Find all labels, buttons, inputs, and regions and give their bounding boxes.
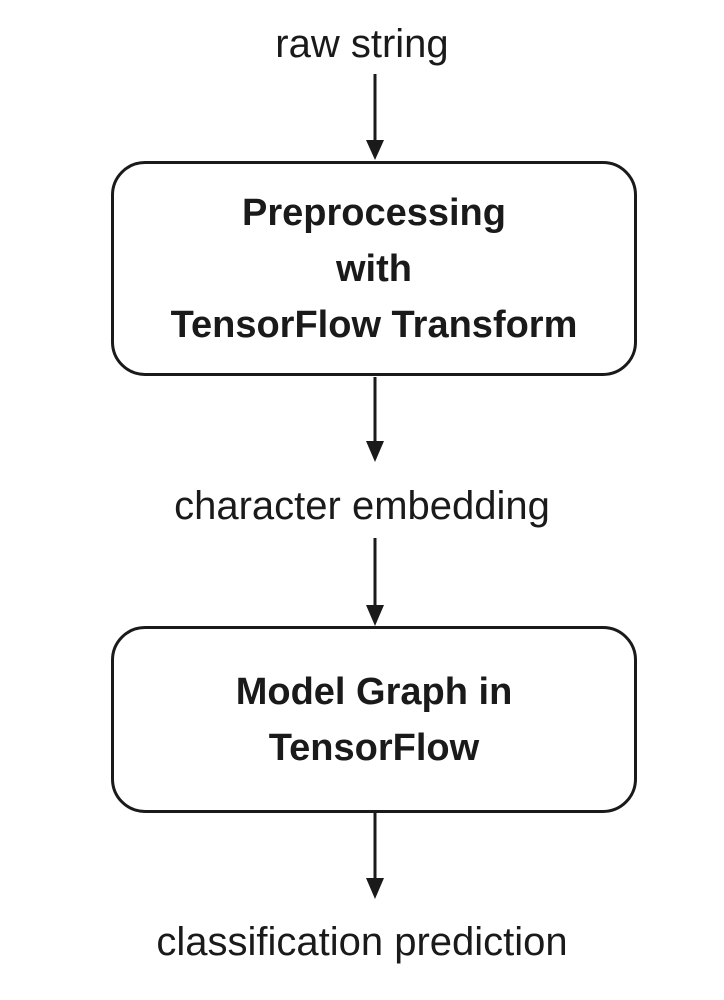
preprocessing-box: Preprocessing with TensorFlow Transform [111,161,637,376]
preprocessing-text: Preprocessing with TensorFlow Transform [171,185,578,353]
model-graph-line-2: TensorFlow [268,726,480,769]
arrow-preprocessing-to-embedding [366,377,384,462]
preprocessing-line-2: with [336,247,412,290]
character-embedding-label: character embedding [174,484,550,528]
preprocessing-line-3: TensorFlow Transform [170,303,578,346]
arrow-model-to-output [366,813,384,899]
model-graph-text: Model Graph in TensorFlow [236,664,513,776]
classification-prediction-label: classification prediction [156,920,568,964]
model-graph-box: Model Graph in TensorFlow [111,626,637,813]
model-graph-line-1: Model Graph in [235,670,513,713]
raw-string-label: raw string [275,22,449,66]
arrow-embedding-to-model [366,538,384,626]
arrow-input-to-preprocessing [366,74,384,160]
preprocessing-line-1: Preprocessing [241,191,506,234]
